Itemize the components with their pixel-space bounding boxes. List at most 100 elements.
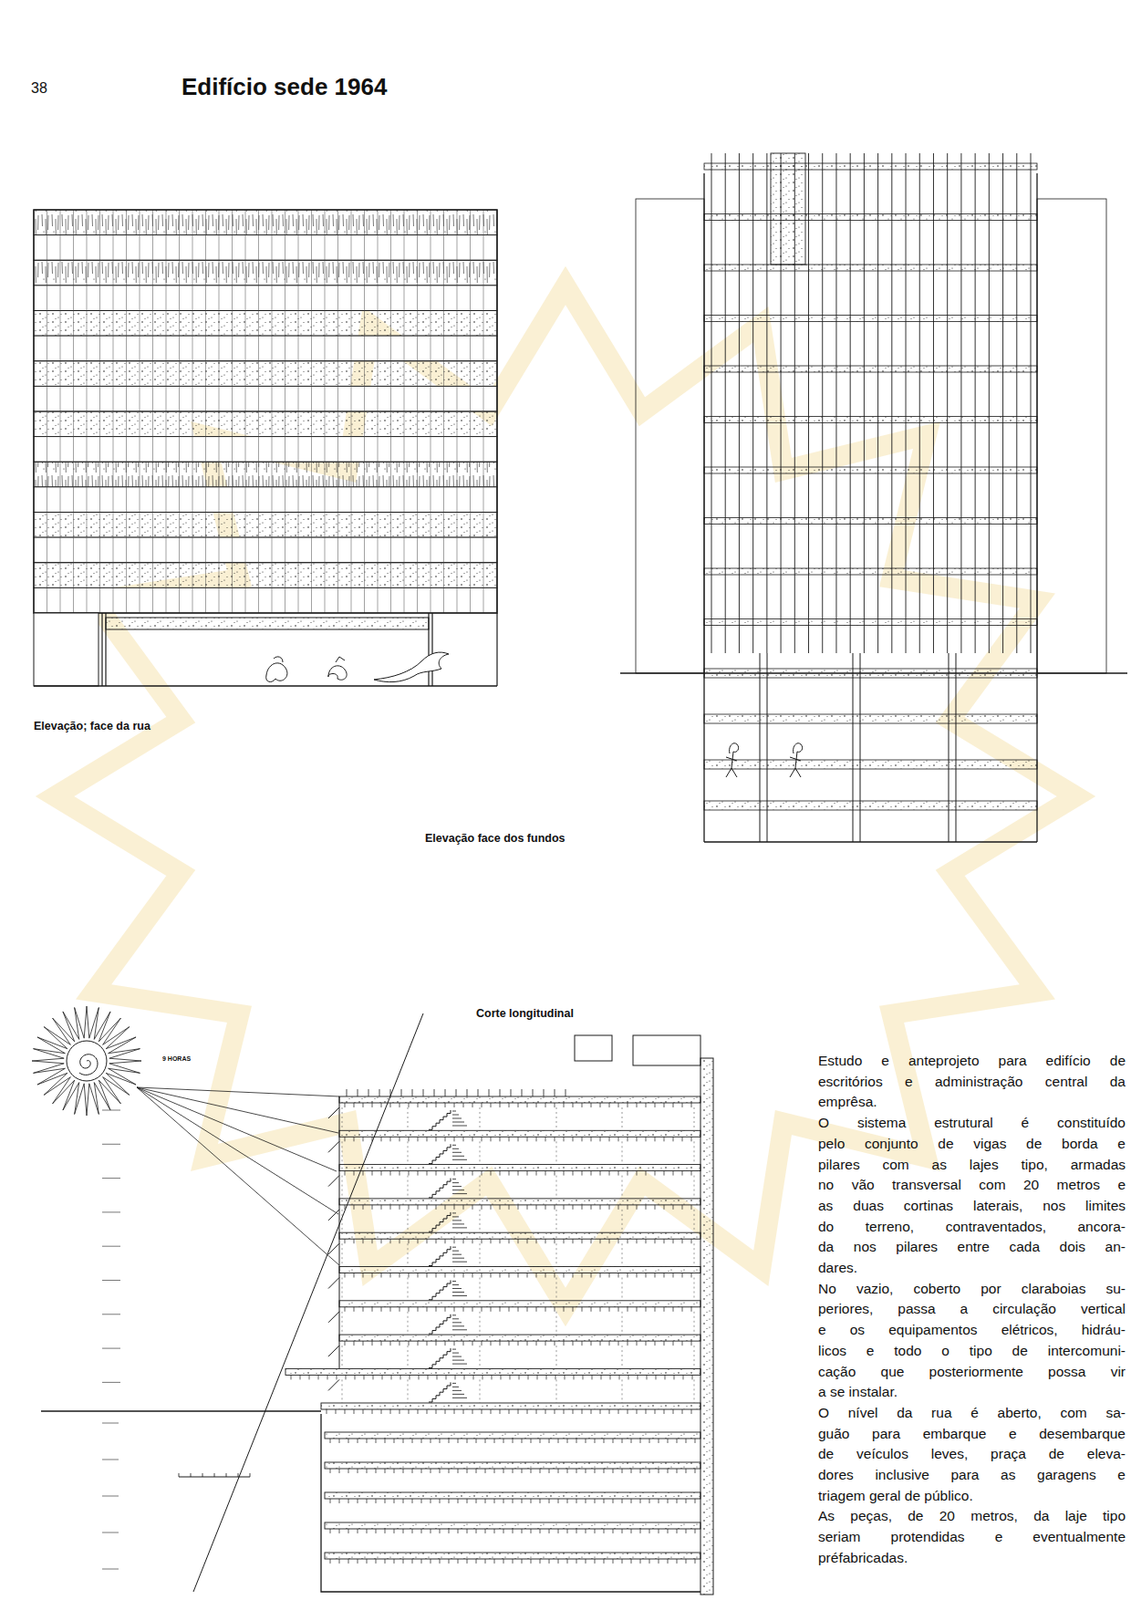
slab-rib (417, 1307, 419, 1312)
slab-rib (609, 1238, 611, 1244)
human-figure (726, 743, 739, 778)
slab-rib (403, 1468, 405, 1474)
stair (428, 1348, 451, 1368)
stair-step (452, 1317, 459, 1319)
parapet-tick (543, 1089, 545, 1097)
mullion (192, 209, 194, 613)
level-mark (102, 1532, 119, 1534)
slab-rib (628, 1374, 630, 1380)
slab-rib (674, 1374, 675, 1380)
slab-rib (664, 1409, 665, 1414)
slab-rib (435, 1238, 437, 1244)
retaining-wall (700, 1058, 714, 1595)
slab-rib (472, 1307, 474, 1312)
slab-rib (503, 1558, 505, 1564)
slab-rib (609, 1307, 611, 1312)
slab-rib (667, 1438, 669, 1443)
slab-rib (610, 1374, 612, 1380)
slab-rib (390, 1136, 392, 1142)
slab-rib (290, 1374, 292, 1380)
sun-ray (136, 1087, 339, 1215)
slab-rib (572, 1409, 574, 1414)
body-text-line: a se instalar. (818, 1381, 1126, 1402)
time-label: 9 HORAS (162, 1055, 191, 1063)
slab-rib (435, 1307, 437, 1312)
slab-rib (339, 1498, 341, 1504)
drawing-caption: Elevação; face da rua (33, 719, 151, 734)
slab-rib (572, 1171, 574, 1176)
column-line (622, 1141, 623, 1164)
slab-rib (558, 1438, 560, 1443)
slab-rib (567, 1528, 569, 1534)
slab-rib (536, 1171, 538, 1176)
body-text-line: No vazio, coberto por claraboias su- (818, 1278, 1126, 1299)
floor-slab (339, 1164, 701, 1172)
slab-rib (435, 1102, 437, 1108)
slab-rib (330, 1528, 332, 1534)
slab-rib (609, 1171, 611, 1176)
slab-rib (481, 1273, 483, 1278)
mullion (60, 209, 62, 613)
stair-step (452, 1219, 462, 1221)
slab-rib (485, 1558, 487, 1564)
slab-rib (463, 1171, 465, 1176)
roof-structure (574, 1035, 613, 1061)
slab-rib (354, 1374, 356, 1380)
stair-step (452, 1363, 467, 1365)
slab-rib (445, 1238, 447, 1244)
stair-step (452, 1393, 465, 1395)
slab-rib (344, 1238, 346, 1244)
slab-rib (558, 1498, 560, 1504)
stair-step (452, 1390, 462, 1391)
basement-column (948, 653, 950, 842)
slab-rib (591, 1273, 592, 1278)
slab-rib (664, 1307, 665, 1312)
slab-rib (645, 1409, 647, 1414)
slab-rib (445, 1273, 447, 1278)
slab-rib (581, 1307, 583, 1312)
basement-slab (704, 714, 1038, 724)
mullion (284, 209, 286, 613)
floor-slab (704, 568, 1038, 575)
slab-rib (545, 1204, 547, 1210)
slab-rib (326, 1409, 328, 1414)
slab-rib (384, 1498, 386, 1504)
slab-rib (576, 1558, 578, 1564)
vertical-rib (821, 153, 823, 654)
slab-rib (463, 1136, 465, 1142)
slab-rib (381, 1307, 383, 1312)
slab-rib (654, 1204, 656, 1210)
slab-rib (366, 1498, 368, 1504)
slab-rib (664, 1171, 665, 1176)
slab-rib (536, 1136, 538, 1142)
slab-rib (518, 1307, 519, 1312)
floor-slab (285, 1368, 701, 1375)
slab-rib (567, 1558, 569, 1564)
slab-rib (530, 1438, 532, 1443)
slab-rib (494, 1468, 496, 1474)
slab-rib (563, 1238, 565, 1244)
floor-slab (704, 315, 1038, 322)
body-text-line: no vão transversal com 20 metros e (818, 1174, 1126, 1195)
slab-rib (682, 1273, 684, 1278)
slab-rib (591, 1409, 592, 1414)
slab-rib (549, 1558, 550, 1564)
slab-rib (664, 1340, 665, 1346)
stair-step (452, 1254, 462, 1256)
facade-band (33, 436, 498, 463)
mullion (416, 209, 418, 613)
slab-rib (408, 1171, 410, 1176)
slab-rib (457, 1438, 459, 1443)
slab-rib (554, 1238, 556, 1244)
slab-rib (463, 1340, 465, 1346)
slab-rib (649, 1498, 651, 1504)
vertical-rib (919, 153, 921, 654)
slab-rib (421, 1528, 423, 1534)
stair (428, 1212, 451, 1232)
slab-rib (445, 1171, 447, 1176)
base-line (704, 840, 1038, 842)
slab-rib (636, 1409, 638, 1414)
body-text-line: O sistema estrutural é constituído (818, 1112, 1126, 1133)
vertical-rib (711, 153, 713, 654)
slab-rib (682, 1204, 684, 1210)
